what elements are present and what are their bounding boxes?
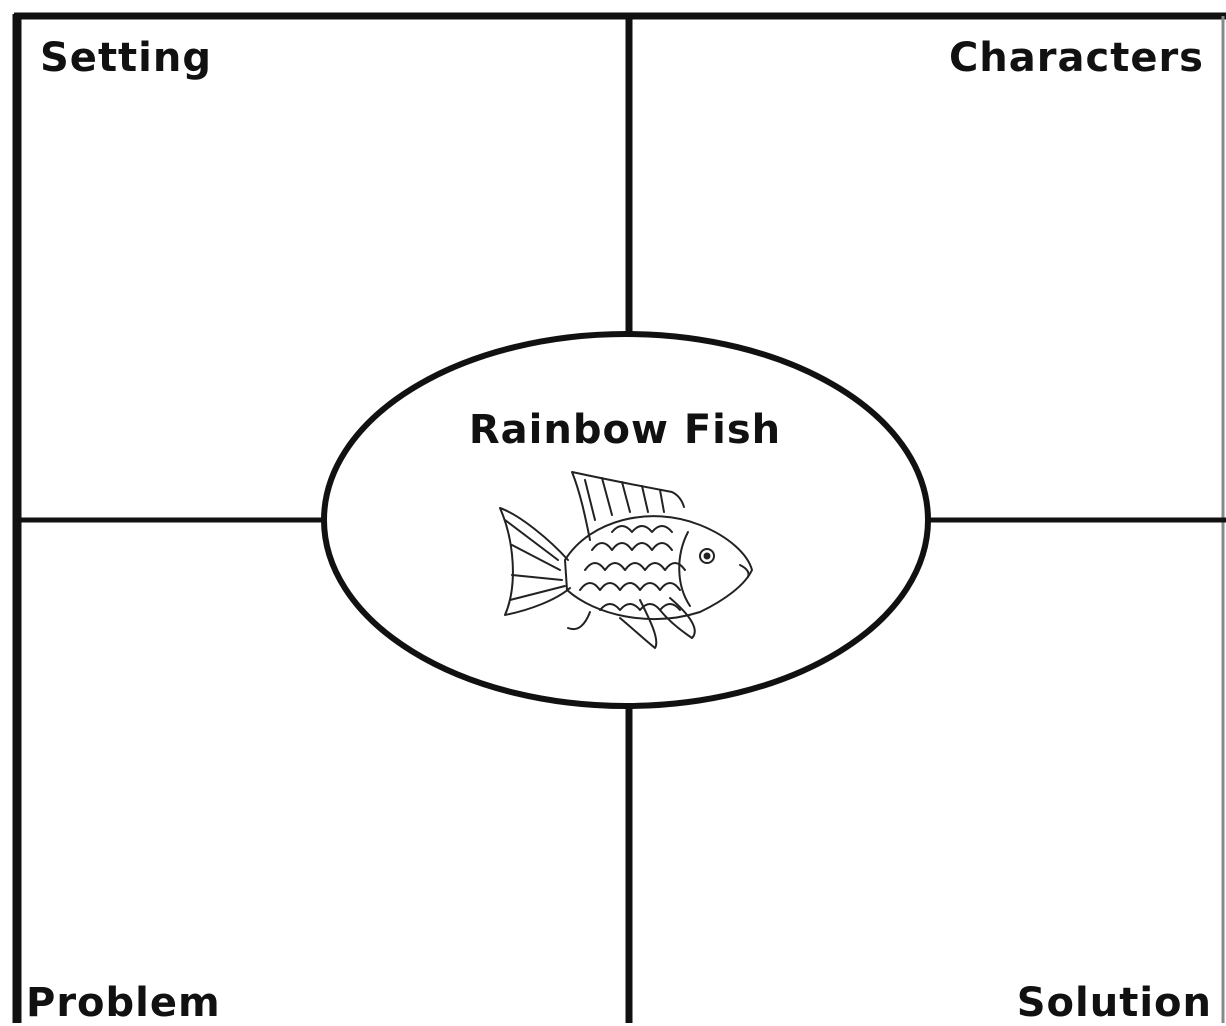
problem-label: Problem — [26, 983, 221, 1023]
center-title: Rainbow Fish — [325, 410, 925, 450]
setting-label: Setting — [40, 38, 212, 78]
solution-label: Solution — [1017, 983, 1212, 1023]
characters-label: Characters — [949, 38, 1204, 78]
